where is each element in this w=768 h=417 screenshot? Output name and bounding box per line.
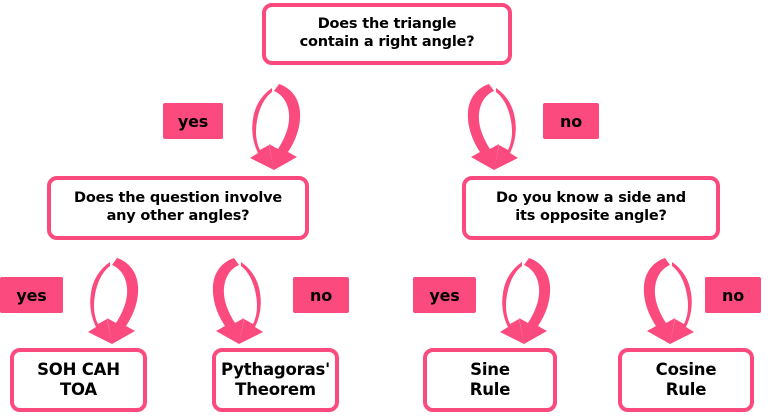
edge-label-root-no: no <box>543 103 599 139</box>
node-leaf-soh-cah-toa[interactable]: SOH CAH TOA <box>10 348 147 412</box>
node-root-decision[interactable]: Does the triangle contain a right angle? <box>262 3 512 65</box>
node-leaf-pythagoras-label: Pythagoras' Theorem <box>221 359 331 399</box>
edge-label-right-yes-text: yes <box>429 285 460 305</box>
edge-label-left-yes: yes <box>0 277 63 313</box>
node-leaf-sine-rule[interactable]: Sine Rule <box>423 348 557 412</box>
node-right-decision[interactable]: Do you know a side and its opposite angl… <box>462 176 720 240</box>
curved-arrow-down-left-icon <box>238 82 304 172</box>
curved-arrow-down-right-icon <box>640 256 706 346</box>
node-leaf-cosine-rule[interactable]: Cosine Rule <box>618 348 754 412</box>
node-left-decision-label: Does the question involve any other angl… <box>73 190 282 224</box>
curved-arrow-down-right-icon <box>464 82 530 172</box>
edge-label-root-yes-text: yes <box>177 111 209 131</box>
node-leaf-sine-rule-label: Sine Rule <box>469 359 511 399</box>
curved-arrow-down-left-icon <box>76 256 142 346</box>
edge-label-root-no-text: no <box>560 111 582 131</box>
node-leaf-soh-cah-toa-label: SOH CAH TOA <box>37 359 120 399</box>
curved-arrow-down-left-icon <box>488 256 554 346</box>
edge-label-right-no: no <box>705 277 761 313</box>
curved-arrow-down-right-icon <box>209 256 275 346</box>
node-leaf-cosine-rule-label: Cosine Rule <box>655 359 717 399</box>
edge-label-left-yes-text: yes <box>16 285 47 305</box>
node-root-decision-label: Does the triangle contain a right angle? <box>299 16 475 50</box>
edge-label-left-no-text: no <box>310 285 332 305</box>
edge-label-right-no-text: no <box>722 285 744 305</box>
node-right-decision-label: Do you know a side and its opposite angl… <box>496 190 686 224</box>
edge-label-root-yes: yes <box>163 103 223 139</box>
edge-label-left-no: no <box>293 277 349 313</box>
edge-label-right-yes: yes <box>413 277 476 313</box>
node-leaf-pythagoras[interactable]: Pythagoras' Theorem <box>212 348 339 412</box>
node-left-decision[interactable]: Does the question involve any other angl… <box>47 176 309 240</box>
